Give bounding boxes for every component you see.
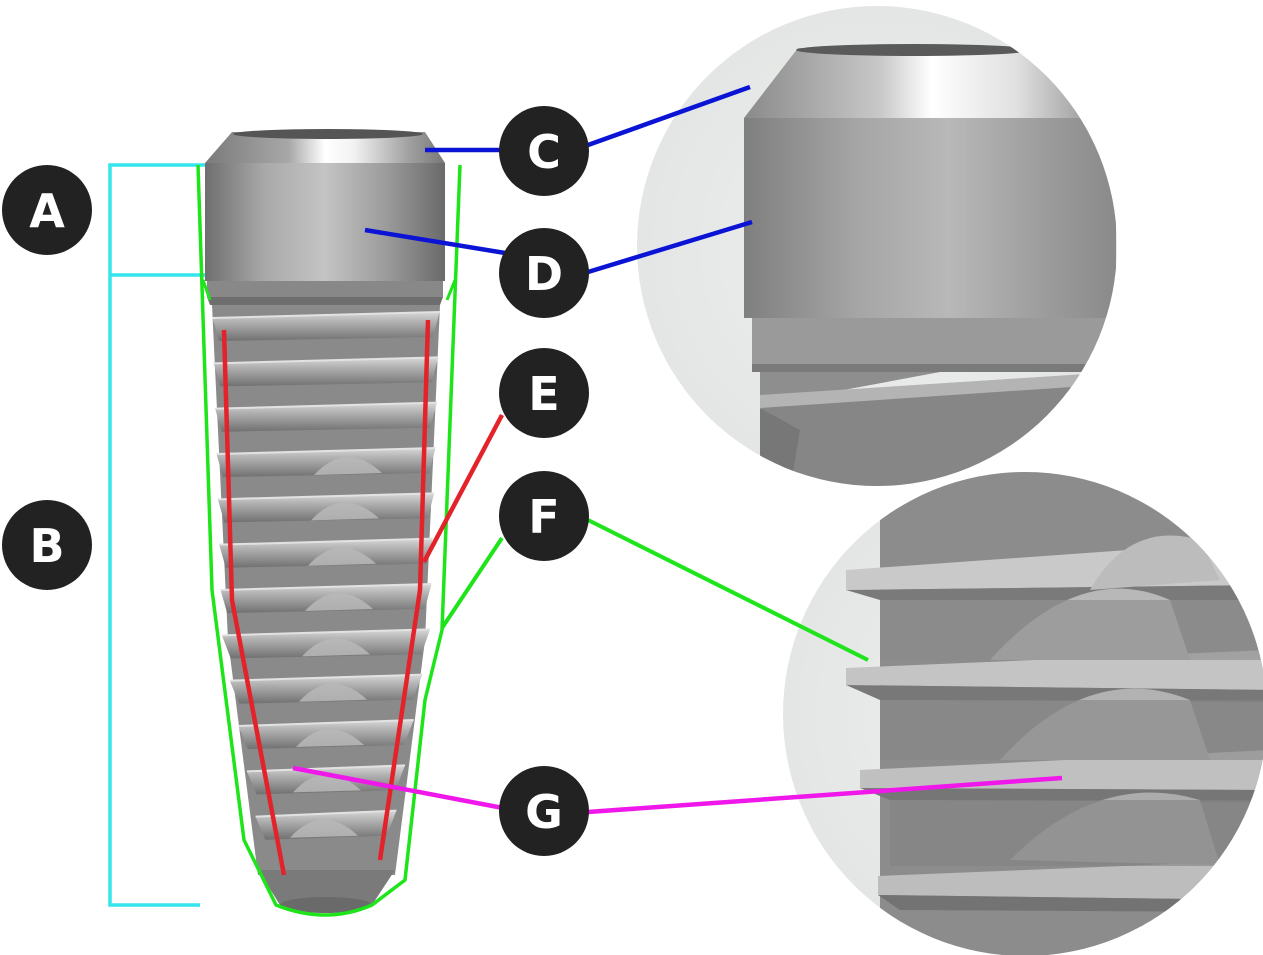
leader-c-right — [587, 84, 751, 148]
dimension-bracket — [108, 163, 205, 907]
magnifier-collar-zoom — [637, 6, 1117, 486]
label-marker-g: G — [499, 766, 589, 856]
leader-f-left — [440, 536, 504, 630]
thread-ridge — [213, 357, 439, 387]
thread-edge — [220, 583, 432, 591]
leader-e — [422, 413, 504, 564]
leader-d-right — [587, 219, 753, 275]
cutting-flute — [305, 593, 373, 612]
magenta-leaders — [292, 765, 1063, 815]
thread-edge — [255, 809, 397, 818]
collar-bevel — [205, 132, 445, 163]
red-lines-e — [221, 319, 504, 876]
label-marker-b: B — [2, 500, 92, 590]
thread-edge — [246, 764, 406, 773]
label-e-text: E — [528, 367, 559, 421]
label-f-text: F — [528, 490, 559, 544]
label-marker-e: E — [499, 348, 589, 438]
blue-leaders — [364, 84, 753, 275]
magnifier-thread-zoom — [783, 472, 1263, 955]
cutting-flute — [308, 547, 376, 566]
implant-threads — [212, 311, 440, 840]
implant-body — [205, 129, 445, 913]
thread-edge — [238, 719, 414, 727]
leader-d-left — [364, 227, 506, 256]
label-g-text: G — [525, 785, 563, 839]
cutting-flute — [314, 457, 382, 476]
cutting-flute — [302, 638, 370, 657]
label-marker-f: F — [499, 471, 589, 561]
thread-edge — [212, 311, 440, 319]
label-b-text: B — [29, 519, 64, 573]
label-c-text: C — [527, 125, 561, 179]
thread-ridge — [215, 402, 437, 432]
label-a-text: A — [29, 184, 65, 238]
thread-edge — [219, 537, 433, 546]
thread-edge — [217, 492, 435, 501]
cutting-flute — [296, 729, 364, 748]
thread-edge — [229, 673, 423, 682]
thread-edge — [213, 356, 439, 365]
collar — [205, 163, 445, 281]
thread-edge — [221, 628, 431, 637]
leader-g-left — [292, 765, 504, 811]
green-outline-f — [196, 164, 869, 917]
leader-f-right — [587, 518, 869, 662]
thread-ridge — [216, 448, 436, 478]
thread-ridge — [212, 312, 440, 342]
label-marker-a: A — [2, 165, 92, 255]
leader-g-right — [587, 775, 1063, 815]
cutting-flute — [311, 502, 379, 521]
label-marker-d: D — [499, 228, 589, 318]
cutting-flute — [290, 819, 358, 838]
thread-edge — [215, 401, 437, 410]
label-marker-c: C — [499, 106, 589, 196]
label-d-text: D — [525, 247, 563, 301]
thread-edge — [216, 447, 436, 455]
cutting-flute — [299, 683, 367, 702]
